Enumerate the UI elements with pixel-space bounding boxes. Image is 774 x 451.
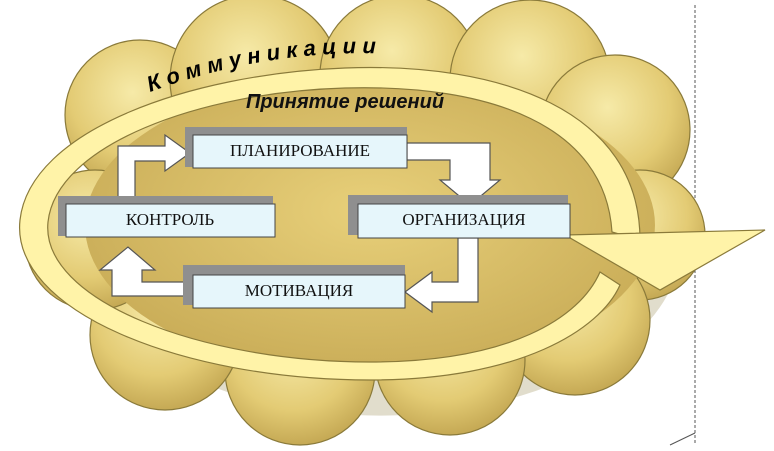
box-control-label: КОНТРОЛЬ: [126, 210, 214, 229]
box-organization-label: ОРГАНИЗАЦИЯ: [402, 210, 525, 229]
center-title: Принятие решений: [246, 91, 444, 113]
ring-arrow-head: [562, 229, 766, 291]
box-organization: ОРГАНИЗАЦИЯ: [348, 195, 571, 239]
box-control: КОНТРОЛЬ: [58, 196, 276, 238]
box-motivation: МОТИВАЦИЯ: [183, 265, 406, 309]
arrow-motivation-to-control: [98, 246, 193, 297]
box-planning-label: ПЛАНИРОВАНИЕ: [230, 141, 370, 160]
frame-corner: [669, 432, 696, 446]
box-planning: ПЛАНИРОВАНИЕ: [185, 127, 408, 169]
arrow-organization-to-motivation: [403, 237, 479, 314]
arrow-planning-to-organization: [406, 142, 502, 206]
box-motivation-label: МОТИВАЦИЯ: [245, 281, 354, 300]
arrow-control-to-planning: [117, 133, 192, 201]
communication-ring: [19, 66, 766, 381]
flow-arrows: [98, 133, 502, 314]
